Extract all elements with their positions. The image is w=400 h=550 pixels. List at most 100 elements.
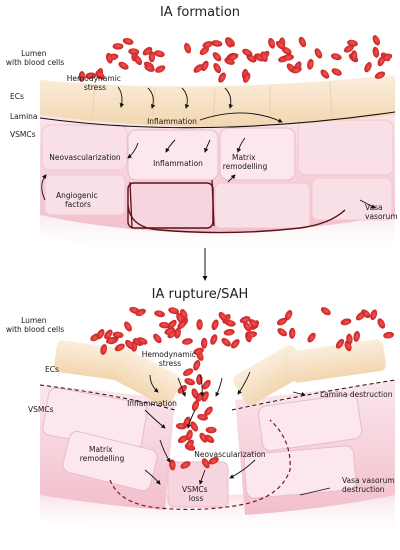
red-blood-cell	[133, 55, 143, 66]
rupture-ecs-label: ECs	[45, 365, 59, 374]
red-blood-cell	[205, 426, 217, 434]
rupture-title: IA rupture/SAH	[152, 287, 249, 302]
red-blood-cell	[85, 72, 97, 79]
red-blood-cell	[112, 331, 124, 339]
red-blood-cell	[298, 36, 307, 48]
red-blood-cell	[169, 459, 176, 471]
red-blood-cell	[202, 41, 214, 49]
red-blood-cell	[181, 338, 193, 345]
red-blood-cell	[372, 46, 380, 58]
rupture-lumen-label: Lumen with blood cells	[6, 316, 64, 334]
red-blood-cell	[122, 37, 134, 45]
formation-adventitia-shadow	[40, 175, 395, 258]
red-blood-cell	[211, 40, 223, 47]
red-blood-cell	[96, 329, 105, 340]
red-blood-cell	[184, 378, 196, 386]
red-blood-cell	[153, 333, 162, 344]
red-blood-cell	[343, 44, 354, 53]
formation-vasa-label: Vasa vasorum	[365, 203, 398, 221]
rupture-neovascularization-label: Neovascularization	[194, 450, 266, 459]
red-blood-cell	[100, 344, 108, 355]
red-blood-cell	[191, 400, 200, 411]
red-blood-cell	[249, 319, 259, 329]
red-blood-cell	[218, 72, 226, 83]
red-blood-cell	[377, 55, 386, 67]
red-blood-cell	[210, 334, 218, 345]
red-blood-cell	[243, 322, 252, 332]
red-blood-cell	[208, 456, 219, 465]
red-blood-cell	[114, 343, 125, 352]
red-blood-cell	[283, 54, 294, 61]
red-blood-cell	[174, 327, 182, 339]
formation-vsmcs-label: VSMCs	[10, 130, 36, 139]
red-blood-cell	[288, 327, 296, 339]
red-blood-cell	[78, 71, 86, 82]
red-blood-cell	[268, 37, 276, 49]
red-blood-cell	[180, 461, 191, 469]
red-blood-cell	[213, 63, 222, 74]
red-blood-cell	[377, 318, 386, 329]
red-blood-cell	[164, 327, 175, 335]
red-blood-cell	[155, 65, 166, 73]
formation-title: IA formation	[160, 5, 240, 20]
red-blood-cell	[148, 51, 156, 63]
rupture-vasa-vasorum-dashed	[109, 419, 291, 511]
rupture-vsmcs-label: VSMCs	[28, 405, 54, 414]
red-blood-cell	[154, 310, 166, 318]
red-blood-cell	[200, 337, 208, 349]
red-blood-cell	[112, 43, 124, 50]
red-blood-cell	[196, 374, 203, 385]
red-blood-cell	[277, 328, 288, 337]
red-blood-cell	[347, 39, 358, 47]
rupture-vsmcs-loss-label: VSMCs loss	[182, 485, 210, 503]
red-blood-cell	[239, 316, 251, 324]
rupture-vasa-pointer	[299, 487, 331, 496]
red-blood-cell	[314, 48, 323, 59]
rupture-panel: IA rupture/SAH	[6, 287, 397, 536]
red-blood-cell	[105, 337, 117, 344]
red-blood-cell	[260, 51, 268, 62]
red-blood-cell	[221, 337, 231, 347]
red-blood-cell	[199, 46, 210, 56]
red-blood-cell	[201, 458, 210, 469]
rupture-vasa-destruction-label: Vasa vasorum destruction	[342, 476, 397, 494]
rupture-hemodynamic-label: Hemodynamic stress	[142, 350, 199, 368]
rupture-ec-layer	[53, 339, 386, 407]
red-blood-cell	[331, 68, 342, 76]
red-blood-cell	[230, 339, 240, 349]
red-blood-cell	[246, 331, 258, 338]
red-blood-cell	[225, 37, 233, 48]
red-blood-cell	[307, 58, 314, 70]
red-blood-cell	[159, 321, 170, 329]
formation-vsmc-layer	[40, 110, 395, 233]
red-blood-cell	[118, 61, 129, 70]
red-blood-cell	[135, 308, 146, 317]
rupture-blood-cells	[90, 306, 395, 471]
formation-angiogenic-label: Angiogenic factors	[56, 191, 100, 209]
formation-ecs-label: ECs	[10, 92, 24, 101]
red-blood-cell	[243, 72, 251, 83]
red-blood-cell	[177, 435, 188, 444]
red-blood-cell	[193, 64, 204, 73]
red-blood-cell	[167, 319, 177, 329]
red-blood-cell	[201, 60, 209, 72]
red-blood-cell	[154, 50, 165, 58]
red-blood-cell	[335, 338, 345, 349]
red-blood-cell	[142, 46, 153, 56]
formation-blood-cells	[78, 35, 393, 83]
rupture-lamina-destruction-label: Lamina destruction	[320, 390, 393, 399]
red-blood-cell	[355, 311, 366, 321]
rupture-vsmc-layer	[40, 380, 395, 515]
red-blood-cell	[227, 53, 239, 61]
red-blood-cell	[246, 54, 257, 63]
red-blood-cell	[168, 307, 179, 315]
red-blood-cell	[284, 310, 293, 321]
red-blood-cell	[350, 50, 358, 62]
red-blood-cell	[125, 339, 134, 350]
red-blood-cell	[320, 307, 331, 316]
formation-lamina-line	[39, 111, 396, 129]
red-blood-cell	[383, 331, 395, 339]
red-blood-cell	[202, 379, 211, 390]
red-blood-cell	[372, 35, 381, 46]
